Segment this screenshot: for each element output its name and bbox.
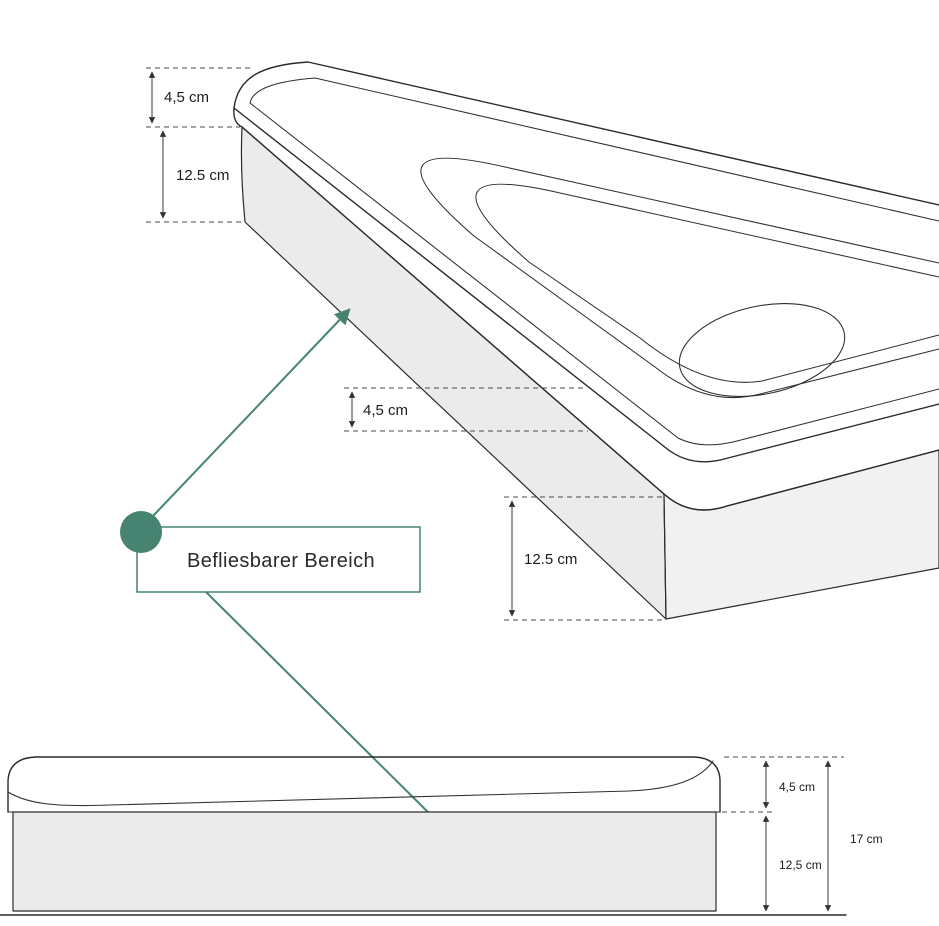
dimensions-perspective: 4,5 cm 12.5 cm 4,5 cm 12.5 cm <box>146 67 664 621</box>
callout-dot <box>120 511 162 553</box>
dim-label-front-total: 17 cm <box>850 832 883 846</box>
callout-arrow-upper <box>152 308 351 517</box>
dim-label-front-rim: 4,5 cm <box>779 780 815 794</box>
dim-label-front-skirt: 12,5 cm <box>779 858 822 872</box>
dimensions-front: 4,5 cm 12,5 cm 17 cm <box>722 756 883 912</box>
skirt-face-right <box>663 449 939 620</box>
skirt-corner-edge <box>663 493 667 620</box>
drain-oval <box>678 303 846 397</box>
front-rim-outline <box>7 756 721 813</box>
tray-perspective-view <box>233 61 939 620</box>
dim-label-rim-mid: 4,5 cm <box>363 402 408 419</box>
dim-label-skirt-left: 12.5 cm <box>176 167 229 184</box>
front-rim-profile-line <box>7 760 714 807</box>
skirt-face-left <box>240 126 667 620</box>
front-skirt <box>12 811 717 912</box>
rim-top-edge <box>233 107 939 463</box>
callout-box <box>136 526 421 593</box>
rim-bottom-edge <box>241 126 939 511</box>
callout-label: Befliesbarer Bereich <box>187 550 375 572</box>
tray-slope-upper-line <box>420 157 939 399</box>
tray-slope-lower-line <box>475 183 939 383</box>
callout-befliesbarer-bereich: Befliesbarer Bereich <box>120 308 445 829</box>
dim-label-skirt-right: 12.5 cm <box>524 551 577 568</box>
tray-front-view <box>0 756 847 916</box>
tray-outer-edge <box>233 61 939 206</box>
callout-arrow-lower <box>205 591 445 829</box>
dim-label-rim-left: 4,5 cm <box>164 89 209 106</box>
rim-inner-lip-line <box>249 77 939 446</box>
